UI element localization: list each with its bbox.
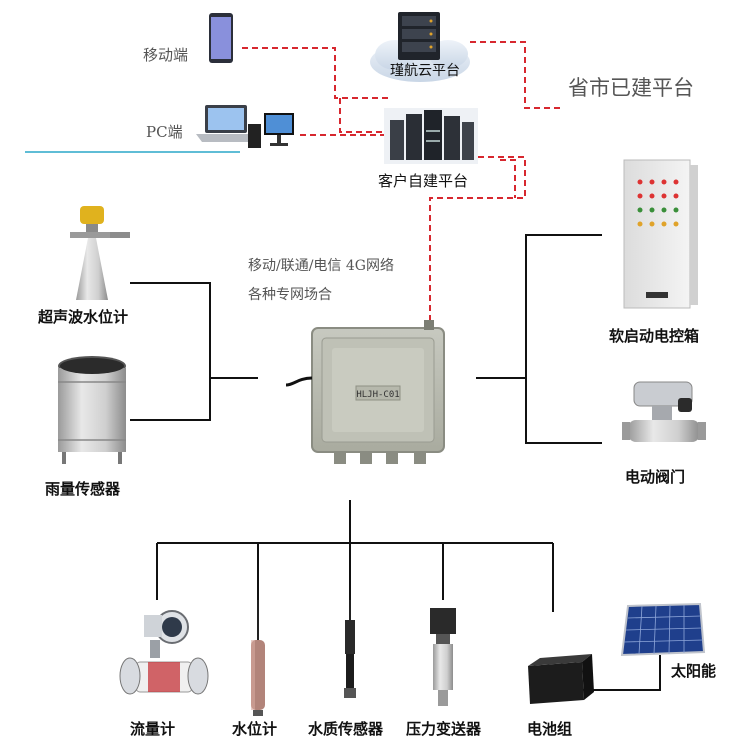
- device-label: HLJH-C01: [356, 390, 399, 400]
- submersible-level-sensor-icon: [251, 600, 265, 716]
- solar-panel-icon: [620, 602, 706, 657]
- water-quality-label: 水质传感器: [308, 720, 384, 738]
- network-label-2: 各种专网场合: [248, 287, 332, 303]
- pc-label: PC端: [146, 123, 183, 141]
- electric-valve-label: 电动阀门: [625, 468, 686, 486]
- solar-label: 太阳能: [671, 662, 717, 680]
- electric-valve-icon: [622, 381, 706, 442]
- water-level-label: 水位计: [232, 720, 278, 738]
- rain-gauge-icon: [58, 356, 126, 464]
- mobile-label: 移动端: [143, 46, 189, 64]
- control-cabinet-icon: [623, 159, 698, 309]
- pressure-transmitter-icon: [430, 608, 456, 706]
- water-quality-probe-icon: [344, 600, 356, 698]
- radar-level-sensor-icon: [70, 206, 130, 300]
- cloud-server-icon: [370, 12, 470, 82]
- customer-platform-label: 客户自建平台: [378, 172, 469, 190]
- soft-start-cabinet-label: 软启动电控箱: [609, 327, 700, 345]
- flowmeter-label: 流量计: [130, 720, 176, 738]
- rtu-device-icon: HLJH-C01: [285, 320, 445, 464]
- desktop-pc-icon: [248, 124, 261, 148]
- cloud-platform-label: 瑾航云平台: [390, 63, 460, 79]
- province-platform-label: 省市已建平台: [568, 76, 694, 100]
- battery-label: 电池组: [527, 720, 573, 738]
- network-label-1: 移动/联通/电信 4G网络: [248, 258, 394, 274]
- phone-icon: [209, 13, 233, 63]
- battery-icon: [528, 654, 594, 704]
- flowmeter-icon: [119, 610, 209, 695]
- laptop-icon: [196, 105, 256, 142]
- monitor-icon: [264, 113, 294, 146]
- dashed-network-links: [242, 41, 560, 330]
- pressure-transmitter-label: 压力变送器: [406, 720, 482, 738]
- solid-links: [130, 234, 661, 691]
- rain-sensor-label: 雨量传感器: [45, 480, 121, 498]
- server-rack-icon: [384, 108, 478, 164]
- ultrasonic-sensor-label: 超声波水位计: [38, 308, 129, 326]
